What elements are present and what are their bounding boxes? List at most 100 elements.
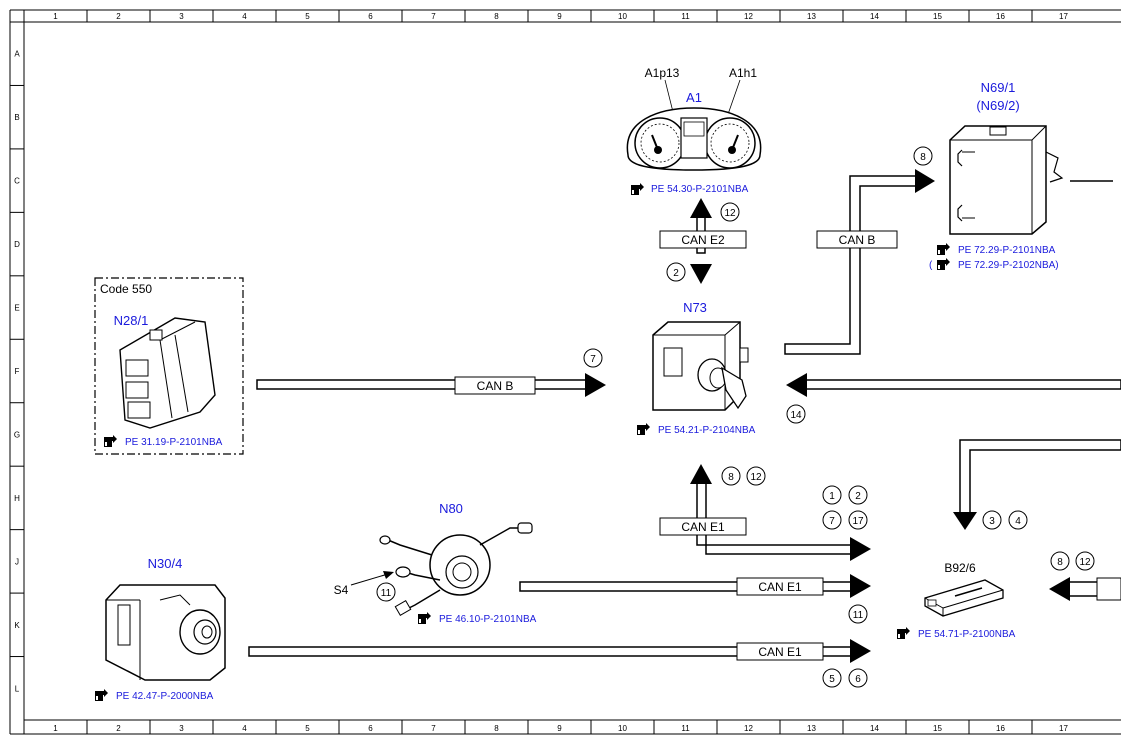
column-label-15: 15 bbox=[933, 12, 942, 21]
row-label-F: F bbox=[15, 367, 20, 376]
column-label-5: 5 bbox=[305, 12, 310, 21]
marker-2-h: 2 bbox=[848, 485, 868, 505]
svg-text:2: 2 bbox=[673, 268, 679, 279]
right-input-connection bbox=[786, 373, 1121, 397]
column-label-7: 7 bbox=[431, 724, 436, 733]
b92-ref: PE 54.71-P-2100NBA bbox=[918, 629, 1016, 640]
n30-ref: PE 42.47-P-2000NBA bbox=[116, 691, 214, 702]
svg-text:12: 12 bbox=[1079, 557, 1091, 568]
row-label-A: A bbox=[14, 50, 20, 59]
n69-ref-alt: PE 72.29-P-2102NBA) bbox=[958, 260, 1059, 271]
column-label-1: 1 bbox=[53, 12, 58, 21]
a1-pin-right-label: A1h1 bbox=[729, 66, 757, 80]
svg-text:3: 3 bbox=[989, 516, 995, 527]
a1-ref: PE 54.30-P-2101NBA bbox=[651, 184, 749, 195]
column-label-4: 4 bbox=[242, 724, 247, 733]
column-label-8: 8 bbox=[494, 12, 499, 21]
row-label-G: G bbox=[14, 430, 20, 439]
marker-11-k: 11 bbox=[848, 604, 868, 624]
marker-7-h: 7 bbox=[822, 510, 842, 530]
column-label-16: 16 bbox=[996, 724, 1005, 733]
row-label-B: B bbox=[14, 113, 19, 122]
marker-12-a1: 12 bbox=[720, 202, 740, 222]
svg-text:8: 8 bbox=[1057, 557, 1063, 568]
marker-11-s4: 11 bbox=[376, 582, 396, 602]
b92-sensor: B92/6 PE 54.71-P-2100NBA bbox=[897, 561, 1016, 640]
marker-12-h: 12 bbox=[746, 466, 766, 486]
svg-text:11: 11 bbox=[853, 610, 864, 621]
marker-1: 1 bbox=[822, 485, 842, 505]
n30-module: N30/4 PE 42.47-P-2000NBA bbox=[95, 556, 226, 702]
svg-text:12: 12 bbox=[724, 208, 736, 219]
column-label-14: 14 bbox=[870, 12, 879, 21]
can-b-left-connection: CAN B bbox=[256, 373, 606, 397]
n69-alt-label: (N69/2) bbox=[976, 98, 1019, 113]
marker-8-b92: 8 bbox=[1050, 551, 1070, 571]
a1-label: A1 bbox=[686, 90, 702, 105]
row-label-K: K bbox=[14, 621, 20, 630]
can-e1-mid-connection: CAN E1 bbox=[659, 464, 871, 561]
column-label-15: 15 bbox=[933, 724, 942, 733]
can-e2-label: CAN E2 bbox=[681, 233, 725, 247]
column-label-13: 13 bbox=[807, 724, 816, 733]
can-b-top-label: CAN B bbox=[839, 233, 876, 247]
n28-label: N28/1 bbox=[114, 313, 149, 328]
row-label-H: H bbox=[14, 494, 20, 503]
column-label-17: 17 bbox=[1059, 724, 1068, 733]
column-label-1: 1 bbox=[53, 724, 58, 733]
row-label-C: C bbox=[14, 177, 20, 186]
svg-text:2: 2 bbox=[855, 491, 861, 502]
marker-3: 3 bbox=[982, 510, 1002, 530]
svg-text:8: 8 bbox=[728, 472, 734, 483]
can-e1-n80-label: CAN E1 bbox=[758, 580, 802, 594]
column-label-3: 3 bbox=[179, 12, 184, 21]
n30-label: N30/4 bbox=[148, 556, 183, 571]
n69-label: N69/1 bbox=[981, 80, 1016, 95]
column-label-8: 8 bbox=[494, 724, 499, 733]
n69-module: N69/1 (N69/2) PE 72.29-P-2101NBA ( PE 72… bbox=[929, 80, 1113, 271]
column-label-13: 13 bbox=[807, 12, 816, 21]
column-label-11: 11 bbox=[681, 12, 690, 21]
can-b-top-connection: CAN B bbox=[784, 169, 935, 355]
column-label-5: 5 bbox=[305, 724, 310, 733]
drawing-frame: 1122334455667788991010111112121313141415… bbox=[9, 9, 1121, 735]
svg-text:5: 5 bbox=[829, 674, 835, 685]
can-e1-mid-label: CAN E1 bbox=[681, 520, 725, 534]
can-e2-connection: CAN E2 bbox=[659, 198, 747, 284]
b92-input-elbow bbox=[953, 439, 1121, 530]
svg-text:11: 11 bbox=[381, 588, 392, 599]
s4-label: S4 bbox=[334, 583, 349, 597]
marker-8-n69: 8 bbox=[913, 146, 933, 166]
marker-12-b92: 12 bbox=[1075, 551, 1095, 571]
marker-5: 5 bbox=[822, 668, 842, 688]
column-label-9: 9 bbox=[557, 12, 562, 21]
n80-ref: PE 46.10-P-2101NBA bbox=[439, 614, 537, 625]
svg-text:4: 4 bbox=[1015, 516, 1021, 527]
marker-14: 14 bbox=[786, 404, 806, 424]
svg-text:14: 14 bbox=[790, 410, 802, 421]
column-label-3: 3 bbox=[179, 724, 184, 733]
n28-ref: PE 31.19-P-2101NBA bbox=[125, 437, 223, 448]
a1-pin-left-label: A1p13 bbox=[645, 66, 680, 80]
row-label-E: E bbox=[14, 304, 19, 313]
column-label-11: 11 bbox=[681, 724, 690, 733]
marker-2-a1: 2 bbox=[666, 262, 686, 282]
column-label-14: 14 bbox=[870, 724, 879, 733]
marker-6: 6 bbox=[848, 668, 868, 688]
svg-text:6: 6 bbox=[855, 674, 861, 685]
marker-8-h: 8 bbox=[721, 466, 741, 486]
row-label-J: J bbox=[15, 557, 19, 566]
column-label-10: 10 bbox=[618, 724, 627, 733]
svg-text:7: 7 bbox=[590, 354, 596, 365]
column-label-2: 2 bbox=[116, 724, 121, 733]
column-label-12: 12 bbox=[744, 12, 753, 21]
marker-7: 7 bbox=[583, 348, 603, 368]
n80-label: N80 bbox=[439, 501, 463, 516]
column-label-7: 7 bbox=[431, 12, 436, 21]
column-label-6: 6 bbox=[368, 724, 373, 733]
n28-code-label: Code 550 bbox=[100, 282, 152, 296]
column-label-12: 12 bbox=[744, 724, 753, 733]
column-label-10: 10 bbox=[618, 12, 627, 21]
svg-text:1: 1 bbox=[829, 491, 835, 502]
n69-ref-alt-prefix: ( bbox=[929, 260, 933, 271]
